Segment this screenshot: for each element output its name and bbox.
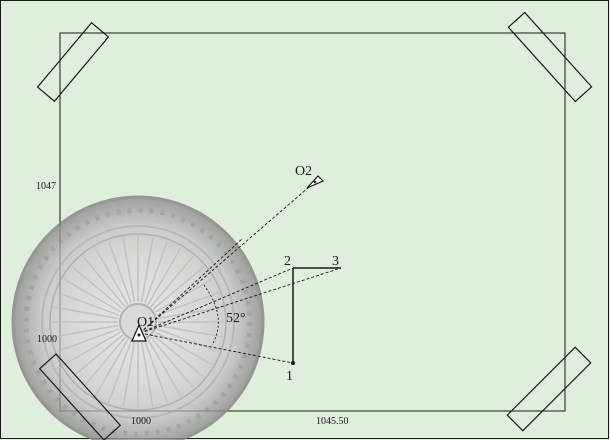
protractor-spoke [53, 324, 119, 338]
protractor-spoke [150, 255, 194, 308]
protractor-spoke [144, 240, 169, 304]
protractor-spoke [140, 237, 154, 303]
sight-line-o2 [139, 180, 317, 334]
point-label-1: 1 [286, 369, 293, 384]
triangle-station-icon-o2 [306, 175, 325, 189]
protractor-spoke [140, 341, 154, 407]
protractor-spoke [157, 306, 223, 320]
protractor-spoke [157, 324, 223, 338]
station-label-o1: O1 [137, 315, 154, 330]
sight-lines [139, 180, 342, 364]
station-label-o2: O2 [295, 164, 312, 179]
protractor-spoke [147, 247, 182, 306]
protractor-spoke [107, 340, 132, 404]
protractor-spoke [94, 247, 129, 306]
protractor-spoke [122, 237, 136, 303]
protractor-spoke [122, 341, 136, 407]
sight-line-3 [139, 267, 342, 334]
point-label-3: 3 [332, 254, 339, 269]
tape-bottom-right [506, 346, 592, 432]
tape-icon [36, 11, 593, 440]
auxiliary-line [139, 238, 243, 334]
protractor-spoke [94, 338, 129, 397]
protractor-spoke [107, 240, 132, 304]
protractor-spoke [152, 266, 205, 310]
measured-outline [292, 267, 341, 363]
coord-label-1000-bottom: 1000 [131, 416, 151, 427]
angle-label: 52° [226, 311, 246, 326]
sight-line-2 [139, 267, 294, 334]
coord-label-1045-50: 1045.50 [316, 416, 349, 427]
point-1-marker [291, 361, 295, 365]
point-label-2: 2 [284, 254, 291, 269]
protractor-spoke [53, 306, 119, 320]
protractor-spoke [63, 331, 122, 366]
coord-label-1047: 1047 [36, 181, 56, 192]
protractor-spoke [147, 338, 182, 397]
protractor-spoke [144, 340, 169, 404]
coord-label-1000-left: 1000 [37, 334, 57, 345]
drawing-frame [59, 32, 566, 412]
tape-top-left [36, 21, 110, 103]
protractor-spoke [71, 266, 124, 310]
tape-top-right [507, 11, 593, 103]
protractor-spoke [82, 336, 126, 389]
protractor-spoke [152, 334, 205, 378]
sight-line-1 [139, 332, 294, 364]
triangle-station-icon [131, 323, 147, 342]
protractor-spoke [82, 255, 126, 308]
protractor-spoke [156, 291, 220, 316]
protractor-spoke [150, 336, 194, 389]
tape-bottom-left [38, 353, 122, 440]
protractor-spoke [63, 278, 122, 313]
protractor-spoke [56, 291, 120, 316]
protractor-spoke [56, 328, 120, 353]
protractor-spoke [71, 334, 124, 378]
protractor-icon [11, 195, 265, 440]
protractor-spoke [156, 328, 220, 353]
